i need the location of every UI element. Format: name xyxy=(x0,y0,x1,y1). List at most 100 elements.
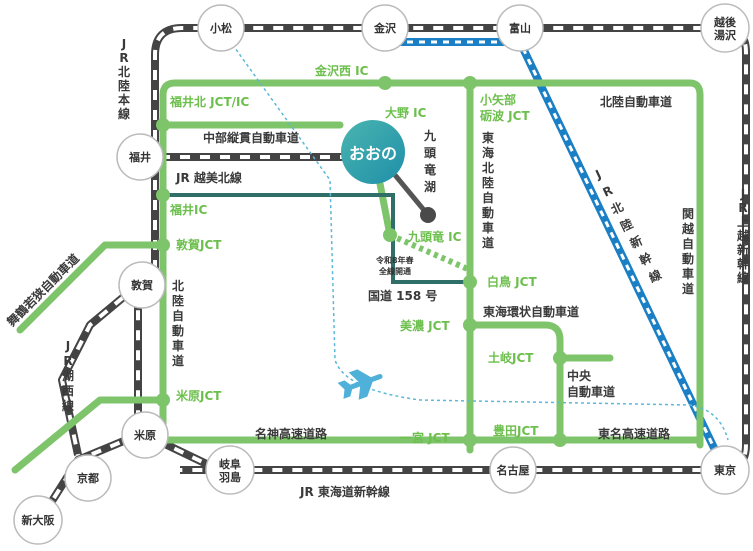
vlabel-kosei_sen: 線 xyxy=(62,398,74,413)
station-kanazawa: 金沢 xyxy=(361,4,409,52)
vlabel-hokuriku_west: 北 xyxy=(172,278,184,293)
vlabel-joetsu_shinkansen: 新 xyxy=(737,242,749,257)
vlabel-kuzuryu_lake: 竜 xyxy=(424,162,436,177)
label-kanazawanishi: 金沢西 IC xyxy=(314,63,369,78)
label-toyota: 豊田JCT xyxy=(493,423,539,438)
label-maizuru: 舞鶴若狭自動車道 xyxy=(3,251,82,330)
vlabel-hokuriku-shinkansen: 北 xyxy=(608,199,625,218)
station-tsuruga: 敦賀 xyxy=(118,261,166,309)
svg-text:越後: 越後 xyxy=(713,15,737,29)
station-shinosaka: 新大阪 xyxy=(13,495,63,545)
label-toki: 土岐JCT xyxy=(488,350,534,365)
vlabel-joetsu_shinkansen: J xyxy=(740,187,745,201)
vlabel-hokuriku-shinkansen: 陸 xyxy=(618,216,635,235)
svg-text:新大阪: 新大阪 xyxy=(22,513,56,527)
vlabel-hokuriku_west: 動 xyxy=(172,323,184,338)
vlabel-tokai_hokuriku: 陸 xyxy=(482,175,494,190)
svg-text:京都: 京都 xyxy=(77,471,99,485)
vlabel-kanetsu: 動 xyxy=(682,251,694,266)
vlabel-hokuriku-shinkansen: 新 xyxy=(627,233,644,252)
label-chuo-2: 自動車道 xyxy=(567,384,615,399)
vlabel-kanetsu: 道 xyxy=(682,281,694,296)
airplane-icon xyxy=(337,369,383,400)
station-maibara: 米原 xyxy=(121,411,169,459)
label-tokai-kanjo: 東海環状自動車道 xyxy=(483,304,579,319)
label-kuzuryu-note-1: 令和8年春 xyxy=(375,255,414,265)
label-meishin: 名神高速道路 xyxy=(255,426,328,441)
label-tsuruga-jct: 敦賀JCT xyxy=(176,237,222,252)
vlabel-tokai_hokuriku: 車 xyxy=(482,220,494,235)
station-fukui: 福井 xyxy=(116,133,164,181)
station-komatsu: 小松 xyxy=(197,4,245,52)
vlabel-hokuriku_west: 陸 xyxy=(172,293,184,308)
kuzuryu-dotted xyxy=(388,232,472,273)
svg-text:名古屋: 名古屋 xyxy=(497,463,530,477)
vlabel-joetsu_shinkansen: 越 xyxy=(736,228,750,243)
svg-text:米原: 米原 xyxy=(133,428,156,442)
vlabel-hokuriku_west: 車 xyxy=(172,338,184,353)
vlabel-hokuriku_honsen: 陸 xyxy=(118,78,130,93)
vlabel-joetsu_shinkansen: 上 xyxy=(737,214,749,229)
vlabel-kuzuryu_lake: 九 xyxy=(423,128,436,143)
label-tomei: 東名高速道路 xyxy=(598,426,671,441)
label-etsumihoku: JR 越美北線 xyxy=(175,170,242,185)
label-chuo-1: 中央 xyxy=(567,368,592,383)
ono-center-circle xyxy=(341,120,405,184)
svg-text:富山: 富山 xyxy=(509,21,531,35)
label-chubu-jukan: 中部縦貫自動車道 xyxy=(203,130,299,145)
label-koyabe: 小矢部 xyxy=(480,92,516,107)
station-toyama: 富山 xyxy=(496,4,544,52)
vlabel-hokuriku_honsen: R xyxy=(119,51,128,65)
svg-text:湯沢: 湯沢 xyxy=(714,28,737,42)
vlabel-kanetsu: 関 xyxy=(682,207,694,221)
vlabel-joetsu_shinkansen: 幹 xyxy=(737,256,750,271)
label-kuzuryu-ic: 九頭竜 IC xyxy=(407,229,462,244)
label-maibara-jct: 米原JCT xyxy=(176,388,222,403)
vlabel-joetsu_shinkansen: R xyxy=(738,201,747,215)
vlabel-kosei_sen: 湖 xyxy=(62,368,74,383)
vlabel-kanetsu: 自 xyxy=(682,236,694,251)
label-ichinomiya: 一宮 JCT xyxy=(400,430,450,445)
junction-dots xyxy=(156,76,567,447)
vlabel-tokai_hokuriku: 自 xyxy=(482,190,494,205)
vlabel-tokai_hokuriku: 動 xyxy=(482,205,494,220)
vlabel-hokuriku_west: 自 xyxy=(172,308,184,323)
vlabel-kanetsu: 越 xyxy=(681,221,695,236)
kuzuryu-lake-dot xyxy=(420,207,436,223)
vlabel-tokai_hokuriku: 海 xyxy=(482,145,494,160)
vlabel-hokuriku-shinkansen: R xyxy=(601,183,615,200)
svg-text:小松: 小松 xyxy=(209,21,232,35)
label-route158: 国道 158 号 xyxy=(368,288,437,303)
vlabel-hokuriku-shinkansen: 線 xyxy=(646,267,663,286)
svg-text:東京: 東京 xyxy=(714,463,736,477)
label-fukui-ic: 福井IC xyxy=(169,202,207,217)
label-ono-ic: 大野 IC xyxy=(385,105,427,120)
vlabel-hokuriku_honsen: 本 xyxy=(118,92,130,107)
label-tonami: 砺波 JCT xyxy=(480,108,530,123)
vlabel-joetsu_shinkansen: 線 xyxy=(737,270,749,285)
vlabel-hokuriku-shinkansen: 幹 xyxy=(637,249,655,268)
vlabel-hokuriku_honsen: 北 xyxy=(118,64,130,79)
vlabel-kosei_sen: J xyxy=(65,339,70,353)
vlabel-kanetsu: 車 xyxy=(682,266,694,281)
label-tokaido-shinkansen: JR 東海道新幹線 xyxy=(299,484,390,499)
svg-text:福井: 福井 xyxy=(128,150,151,164)
vlabel-kosei_sen: 西 xyxy=(62,384,74,398)
label-fukuikita: 福井北 JCT/IC xyxy=(169,94,249,109)
vlabel-kosei_sen: R xyxy=(63,354,72,368)
vlabel-hokuriku_honsen: 線 xyxy=(118,106,130,121)
svg-text:金沢: 金沢 xyxy=(373,21,397,35)
flight-route xyxy=(221,29,729,441)
station-kyoto: 京都 xyxy=(64,454,112,502)
vlabel-kuzuryu_lake: 頭 xyxy=(424,146,437,160)
vlabel-hokuriku_west: 道 xyxy=(172,353,184,368)
vlabel-tokai_hokuriku: 東 xyxy=(482,130,494,145)
label-shirotori: 白鳥 JCT xyxy=(487,274,537,289)
label-hokuriku-jidosha: 北陸自動車道 xyxy=(600,94,672,109)
station-tokyo: 東京 xyxy=(700,445,750,495)
vlabel-kuzuryu_lake: 湖 xyxy=(424,179,436,194)
